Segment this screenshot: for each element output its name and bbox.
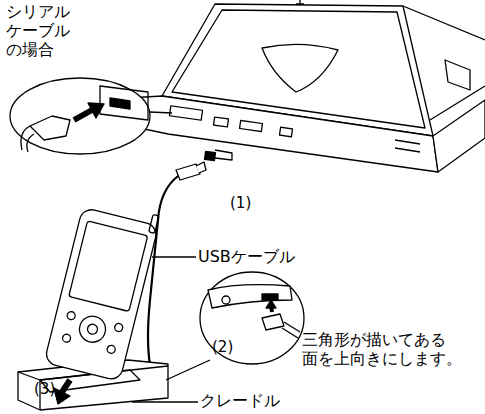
serial-plug bbox=[30, 116, 70, 140]
mini-usb-plug bbox=[262, 314, 284, 330]
pda-button bbox=[62, 333, 72, 343]
laptop-top-edge bbox=[403, 6, 485, 120]
callout-leader bbox=[166, 360, 210, 380]
pda-screen bbox=[69, 221, 148, 312]
serial-socket bbox=[110, 98, 130, 109]
pda-button bbox=[106, 344, 116, 354]
lid-logo bbox=[262, 44, 338, 92]
pda-body bbox=[44, 207, 158, 381]
note-text: シリアル ケーブル の場合 bbox=[6, 2, 78, 60]
pda-dpad bbox=[77, 313, 109, 345]
part-name: USBケーブル bbox=[198, 247, 338, 266]
mini-usb-cable bbox=[282, 322, 300, 338]
cable-leader bbox=[152, 256, 196, 257]
pda-button bbox=[114, 323, 124, 333]
laptop-back-side bbox=[128, 96, 438, 172]
device-jack bbox=[222, 296, 230, 304]
port bbox=[280, 127, 293, 137]
device-socket bbox=[262, 294, 278, 300]
serial-port bbox=[169, 106, 202, 120]
touchpad bbox=[445, 60, 470, 90]
port bbox=[214, 117, 229, 127]
plug-arrowhead bbox=[266, 300, 276, 308]
dock-arrow bbox=[62, 380, 70, 392]
pda bbox=[44, 198, 161, 382]
device-edge bbox=[208, 285, 292, 308]
serial-callout bbox=[10, 78, 150, 154]
note-text: 三角形が描いてある 面を上向きにします。 bbox=[302, 330, 484, 368]
usb-cable bbox=[148, 176, 178, 365]
vents bbox=[395, 140, 420, 152]
laptop-right-side bbox=[433, 100, 485, 172]
pda-button bbox=[66, 311, 76, 321]
insert-arrow bbox=[74, 110, 92, 120]
lid-latch bbox=[296, 0, 304, 4]
insert-arrowhead bbox=[88, 103, 104, 118]
serial-port-closeup bbox=[100, 86, 148, 120]
pda-stylus bbox=[149, 214, 159, 233]
dock-arrowhead bbox=[54, 388, 70, 404]
cradle-leader bbox=[132, 401, 198, 402]
usb-plug-tip bbox=[196, 162, 206, 173]
port-block bbox=[215, 150, 232, 160]
callout-number: (3) bbox=[34, 380, 64, 398]
serial-cable bbox=[21, 126, 34, 152]
usb-port bbox=[204, 151, 215, 160]
callout-number: (2) bbox=[212, 338, 252, 356]
port bbox=[240, 121, 263, 132]
callout-leader bbox=[150, 112, 172, 113]
part-name: クレードル bbox=[200, 391, 340, 410]
pda-dpad-center bbox=[86, 323, 98, 335]
callout-number: (1) bbox=[230, 194, 270, 212]
connector-callout bbox=[200, 272, 304, 364]
